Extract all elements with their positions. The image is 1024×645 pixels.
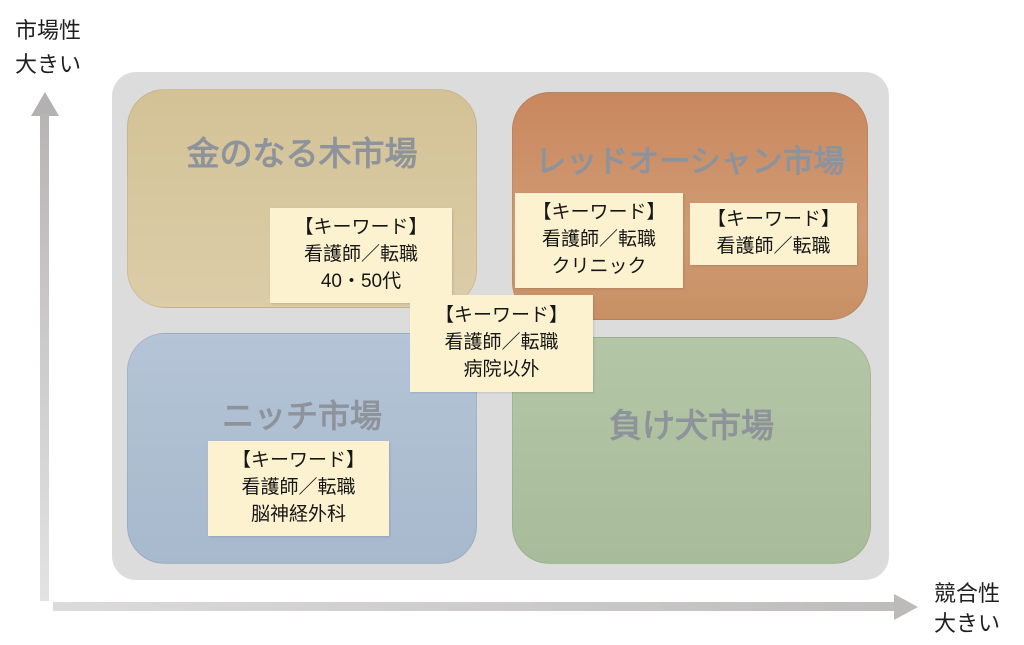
y-axis-label-line1: 市場性 xyxy=(14,18,81,43)
keyword-box-line: 40・50代 xyxy=(320,270,402,292)
quadrant-cash-cow-title: 金のなる木市場 xyxy=(186,135,418,172)
x-axis-label-line2: 大きい xyxy=(934,610,1001,636)
keyword-box-line: クリニック xyxy=(551,255,647,277)
keyword-box-line: 【キーワード】 xyxy=(532,202,666,224)
keyword-box-line: 看護師／転職 xyxy=(303,244,418,266)
x-axis-label: 競合性 大きい xyxy=(934,579,1020,638)
quadrant-loser-dog-title: 負け犬市場 xyxy=(609,407,774,444)
y-axis-label: 市場性 大きい xyxy=(6,14,90,82)
x-axis-arrow-shaft xyxy=(53,602,895,611)
keyword-box-line: 脳神経外科 xyxy=(250,503,346,525)
y-axis-label-line2: 大きい xyxy=(14,52,81,78)
keyword-box-40-50s: 【キーワード】 看護師／転職 40・50代 xyxy=(270,208,452,303)
keyword-box-neurosurgery: 【キーワード】 看護師／転職 脳神経外科 xyxy=(208,441,389,536)
keyword-box-line: 看護師／転職 xyxy=(716,236,831,257)
keyword-box-line: 【キーワード】 xyxy=(434,305,568,327)
keyword-box-line: 【キーワード】 xyxy=(231,450,365,472)
keyword-box-line: 看護師／転職 xyxy=(444,332,559,354)
y-axis-arrow-shaft xyxy=(40,114,49,601)
keyword-box-line: 病院以外 xyxy=(463,358,540,380)
keyword-box-nurse-jobchange: 【キーワード】 看護師／転職 xyxy=(690,203,857,265)
keyword-box-line: 看護師／転職 xyxy=(541,229,656,251)
quadrant-niche-title: ニッチ市場 xyxy=(221,398,382,434)
x-axis-label-line1: 競合性 xyxy=(934,581,1001,606)
x-axis-arrow-head-icon xyxy=(894,594,918,620)
y-axis-arrow-head-icon xyxy=(31,92,59,116)
keyword-box-line: 【キーワード】 xyxy=(706,209,840,231)
keyword-box-non-hospital: 【キーワード】 看護師／転職 病院以外 xyxy=(410,295,593,392)
keyword-box-clinic: 【キーワード】 看護師／転職 クリニック xyxy=(515,193,683,288)
keyword-box-line: 看護師／転職 xyxy=(241,477,356,499)
quadrant-red-ocean-title: レッドオーシャン市場 xyxy=(535,144,845,179)
keyword-box-line: 【キーワード】 xyxy=(294,217,428,239)
